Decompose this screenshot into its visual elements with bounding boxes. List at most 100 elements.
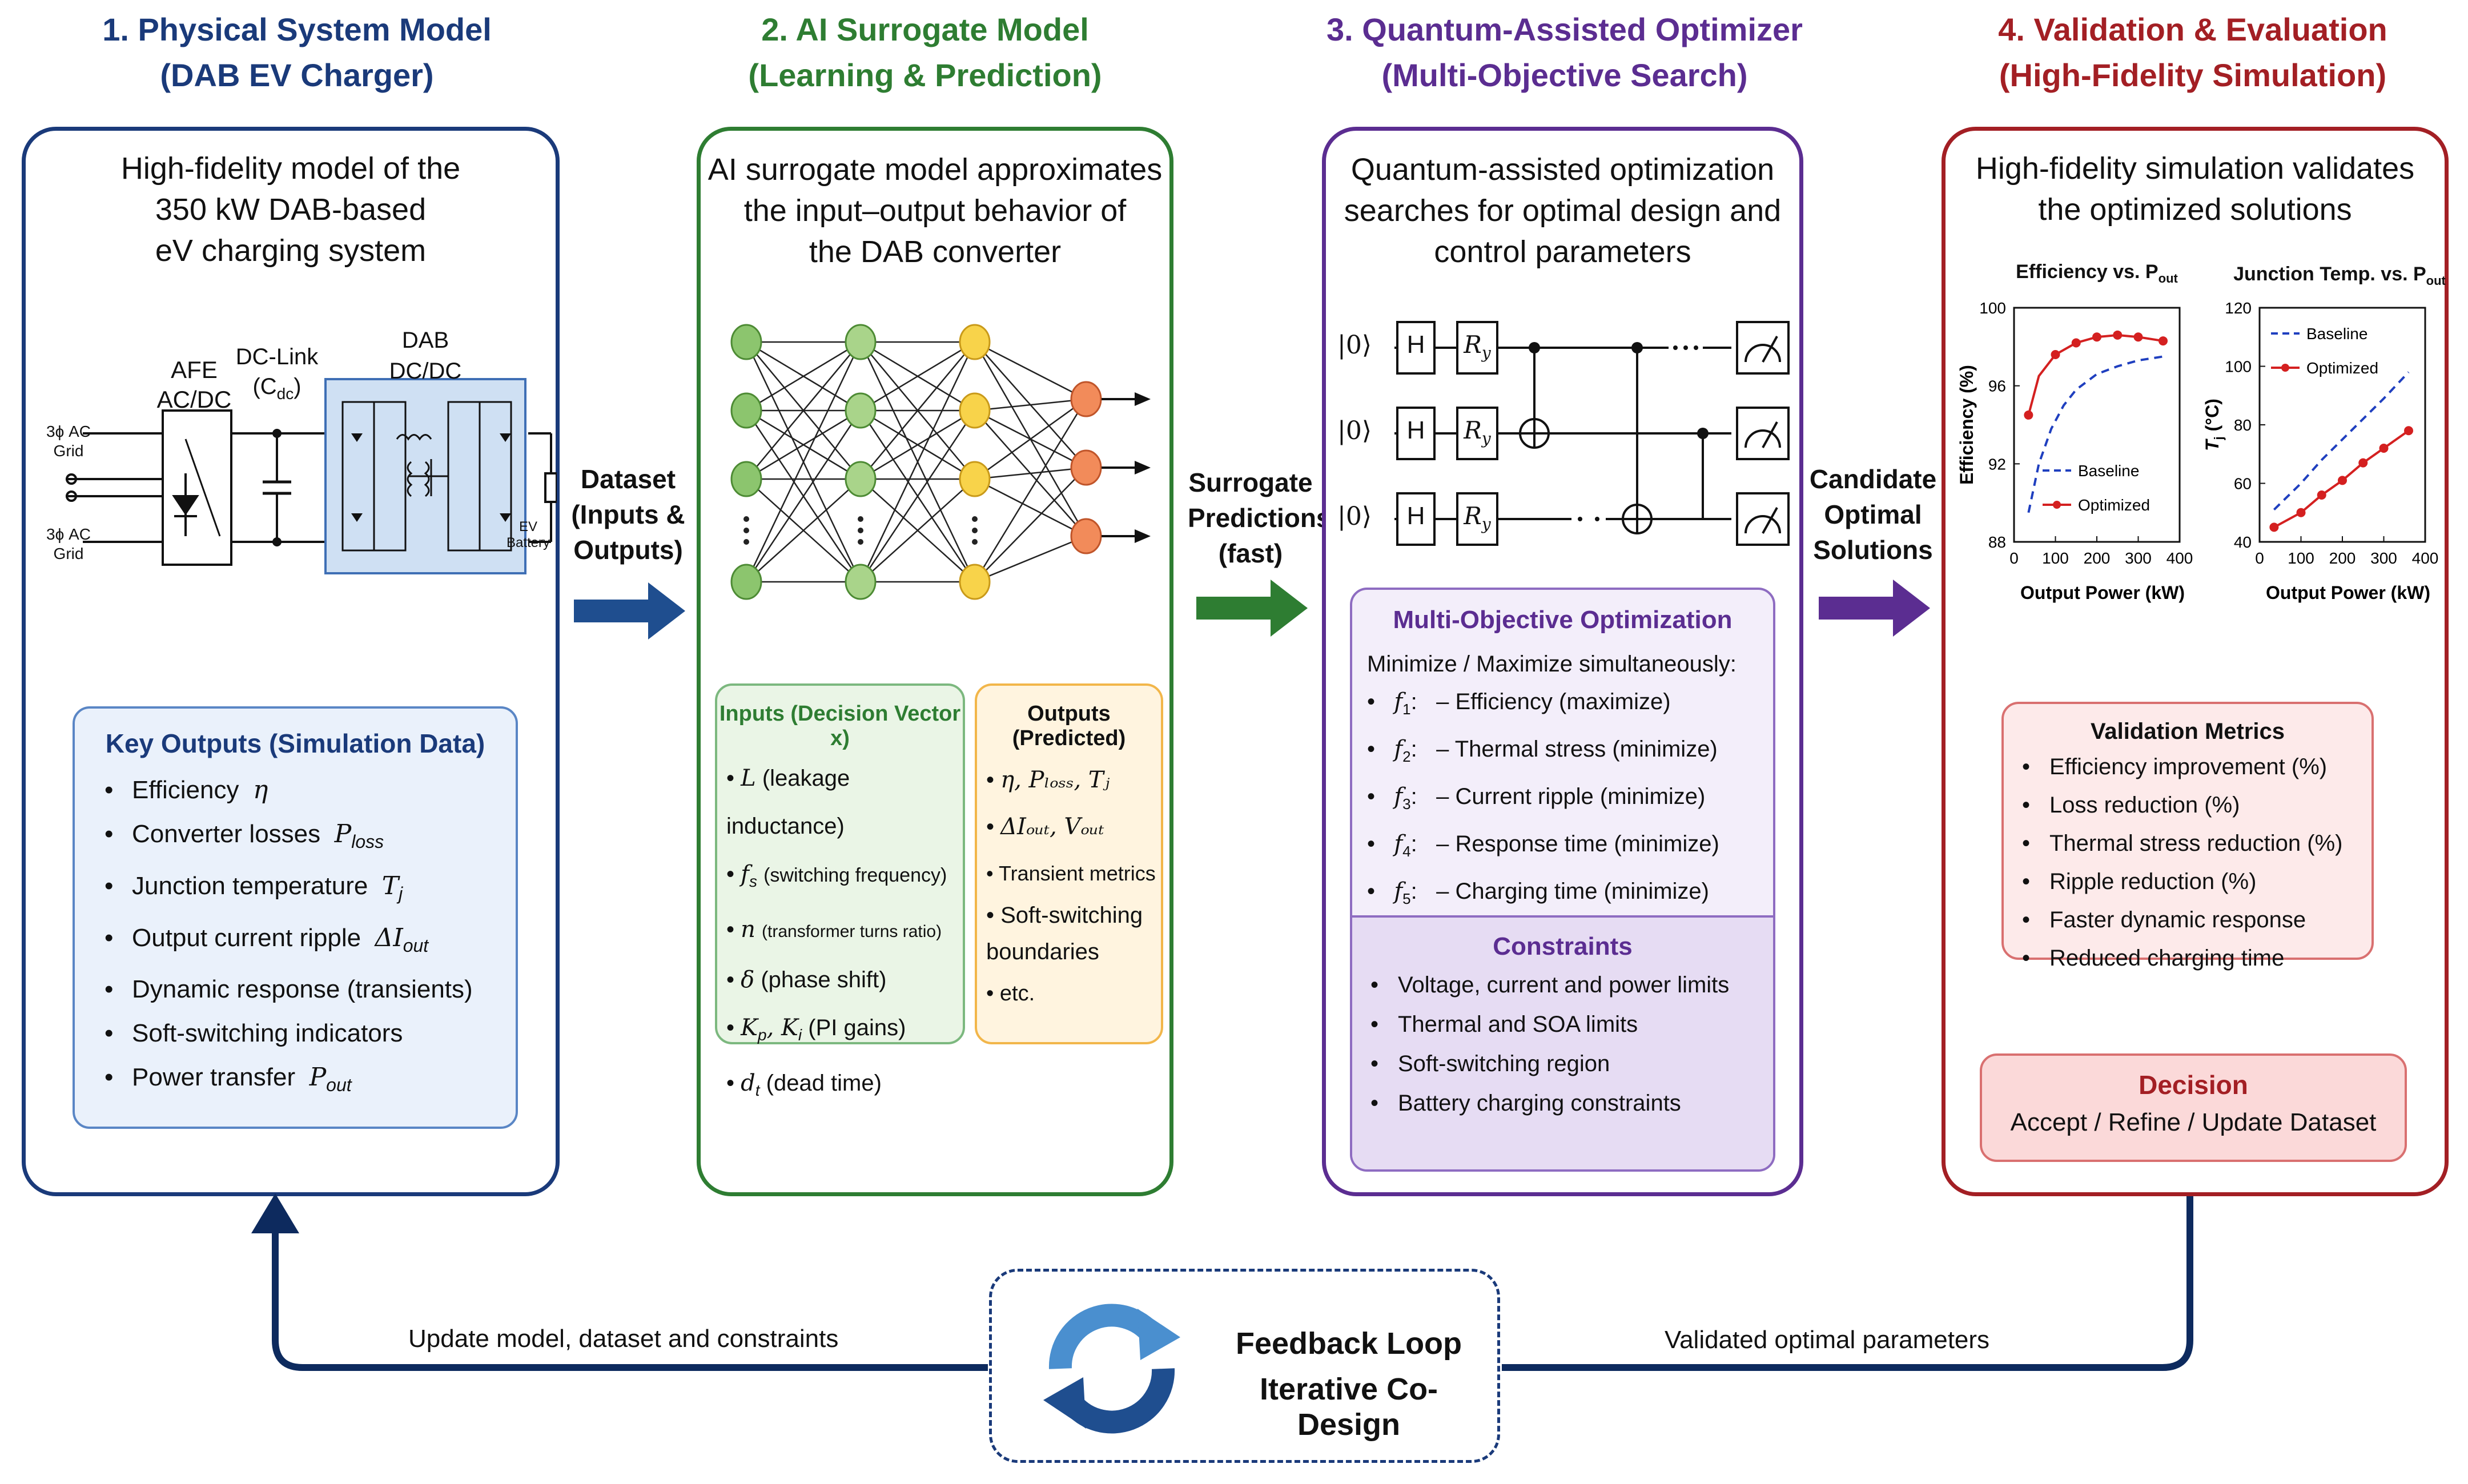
list-item: Thermal stress reduction (%): [2015, 825, 2371, 863]
surrogate-arrow-label: Surrogate Predictions (fast): [1188, 468, 1331, 568]
junction-temp-legend-label: Optimized: [2306, 359, 2378, 377]
input-sub: p: [758, 1026, 767, 1044]
moo-title: Multi-Objective Optimization: [1393, 606, 1733, 634]
efficiency-x-tick-label: 300: [2125, 549, 2152, 567]
section-title-quantum: 3. Quantum-Assisted Optimizer (Multi-Obj…: [1291, 7, 1839, 98]
validation-panel: High-fidelity simulation validates the o…: [1942, 127, 2449, 1196]
list-item: Soft-switching indicators: [98, 1011, 516, 1055]
dab-circuit-diagram: [66, 378, 557, 574]
ry-gate-1-sub: y: [1481, 343, 1491, 363]
key-output-text: Converter losses: [132, 820, 321, 848]
objective-f: f: [1394, 878, 1403, 904]
ry-gate-3-sub: y: [1481, 514, 1491, 534]
nn-output-arrowhead: [1135, 529, 1151, 543]
section-title-surrogate: 2. AI Surrogate Model (Learning & Predic…: [668, 7, 1182, 98]
list-item: • L (leakage inductance): [726, 765, 850, 839]
nn-ellipsis-dot: [972, 516, 978, 522]
list-item: Output current ripple ΔIout: [98, 916, 516, 968]
section-title-validation-line2: (High-Fidelity Simulation): [1999, 57, 2387, 93]
nn-node: [1070, 449, 1102, 486]
hadamard-gate-3: H: [1406, 502, 1425, 530]
constraints-list: Voltage, current and power limits Therma…: [1364, 966, 1773, 1123]
decision-title: Decision: [2139, 1070, 2248, 1100]
input-symbol-2: , K: [766, 1015, 798, 1041]
key-output-sub: j: [399, 883, 403, 904]
nn-node: [959, 564, 991, 600]
nn-output-arrowhead: [1135, 392, 1151, 406]
nn-edge: [974, 398, 1087, 412]
junction-temp-series-1-point: [2358, 458, 2368, 468]
nn-connections: [745, 341, 1087, 583]
efficiency-series-1-point: [2113, 330, 2123, 340]
nn-node: [959, 324, 991, 360]
nn-node: [730, 461, 762, 497]
section-title-validation-line1: 4. Validation & Evaluation: [1998, 11, 2387, 47]
list-item: Faster dynamic response: [2015, 901, 2371, 939]
physical-panel: High-fidelity model of the 350 kW DAB-ba…: [22, 127, 560, 1196]
section-title-validation: 4. Validation & Evaluation (High-Fidelit…: [1930, 7, 2455, 98]
list-item: Soft-switching region: [1364, 1044, 1773, 1084]
input-symbol: K: [741, 1015, 758, 1041]
input-sub-2: i: [798, 1026, 802, 1044]
validated-params-label: Validated optimal parameters: [1665, 1326, 1990, 1354]
moo-section: Multi-Objective Optimization Minimize / …: [1352, 590, 1773, 918]
key-outputs-list: Efficiency η Converter losses Ploss Junc…: [98, 768, 516, 1107]
junction-temp-x-tick-label: 100: [2288, 549, 2314, 567]
grid-label-bottom: 3ϕ AC Grid: [46, 525, 91, 562]
input-sub: t: [755, 1081, 760, 1099]
nn-node: [845, 324, 877, 360]
moo-intro: Minimize / Maximize simultaneously:: [1367, 651, 1737, 677]
nn-ellipsis-dot: [972, 539, 978, 545]
decision-box: Decision Accept / Refine / Update Datase…: [1980, 1053, 2407, 1162]
list-item: Dynamic response (transients): [98, 967, 516, 1011]
physical-description: High-fidelity model of the 350 kW DAB-ba…: [120, 151, 461, 268]
validation-metrics-box: Validation Metrics Efficiency improvemen…: [2001, 702, 2374, 978]
key-output-text: Dynamic response (transients): [132, 975, 473, 1004]
outputs-box: Outputs (Predicted) • η, Pₗₒₛₛ, Tⱼ • ΔIₒ…: [975, 683, 1163, 1044]
junction-temp-y-tick-label: 40: [2234, 533, 2252, 551]
dclink-cap-label: (Cdc): [214, 372, 340, 409]
efficiency-series-1-point: [2159, 336, 2168, 346]
nn-edge: [974, 341, 1087, 400]
efficiency-y-tick-label: 100: [1979, 299, 2006, 317]
efficiency-series-1-point: [2092, 332, 2101, 342]
dataset-arrow-label: Dataset (Inputs & Outputs): [571, 464, 685, 565]
key-output-text: Output current ripple: [132, 923, 361, 952]
input-sub: s: [749, 872, 757, 890]
nn-edge: [746, 341, 861, 412]
junction-temp-series-1-point: [2296, 508, 2306, 517]
quantum-circuit-diagram: [1394, 321, 1790, 546]
key-output-text: Power transfer: [132, 1063, 296, 1092]
nn-edge: [860, 341, 975, 412]
surrogate-description: AI surrogate model approximates the inpu…: [708, 152, 1163, 269]
list-item: Voltage, current and power limits: [1364, 966, 1773, 1005]
feedback-title-line2: Iterative Co-Design: [1259, 1372, 1438, 1442]
output-item: etc.: [999, 982, 1035, 1006]
efficiency-series-0-line: [2027, 355, 2164, 513]
objective-text: – Response time (minimize): [1436, 831, 1719, 856]
list-item: Efficiency η: [98, 768, 516, 812]
key-output-sub: out: [403, 935, 429, 956]
nn-node: [845, 461, 877, 497]
junction-temp-series-0-line: [2273, 371, 2410, 511]
feedback-arrowhead: [251, 1193, 299, 1233]
nn-edge: [745, 410, 862, 582]
list-item: Converter losses Ploss: [98, 812, 516, 864]
efficiency-series-1-point: [2071, 338, 2081, 348]
nn-ellipsis-dot: [858, 528, 863, 533]
qubit-label-1: |0⟩: [1337, 331, 1372, 360]
nn-node: [845, 392, 877, 429]
list-item: • dt (dead time): [726, 1070, 882, 1099]
dclink-cap-close: ): [294, 374, 302, 399]
efficiency-series-1-point: [2051, 350, 2060, 359]
junction-temp-y-axis-label: Tj (°C): [2202, 399, 2226, 451]
output-item: ΔIₒᵤₜ, Vₒᵤₜ: [1000, 814, 1104, 840]
nn-edge: [859, 410, 976, 582]
list-item: • fs (switching frequency): [726, 861, 947, 890]
list-item: • Soft-switching boundaries: [986, 903, 1143, 964]
validation-metrics-title: Validation Metrics: [2090, 719, 2285, 744]
key-output-text: Soft-switching indicators: [132, 1019, 403, 1048]
